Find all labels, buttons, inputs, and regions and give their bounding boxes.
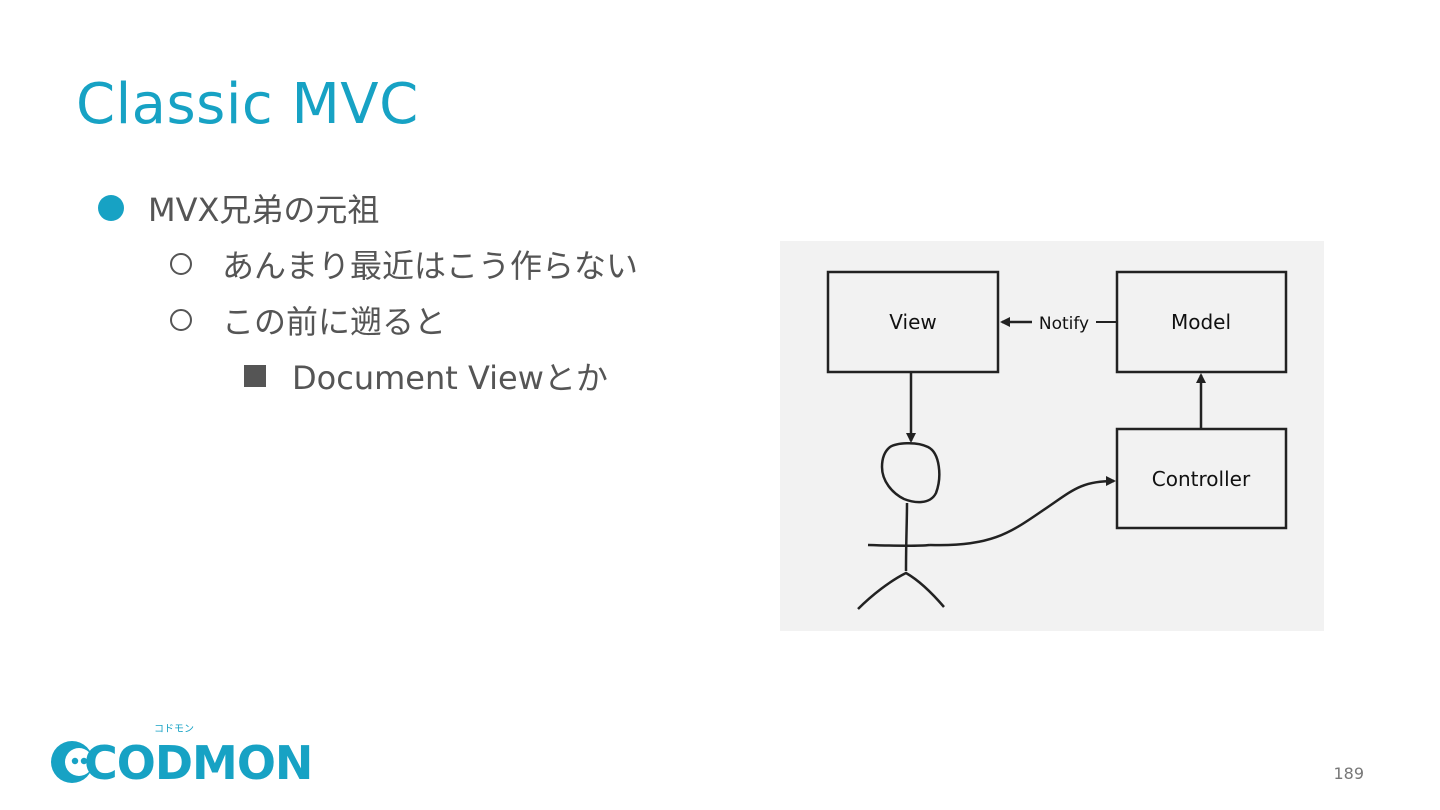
mvc-diagram: View Model Controller Notify: [780, 241, 1324, 631]
hollow-circle-bullet-icon: [170, 309, 192, 331]
bullet-level2-b: この前に遡ると: [170, 302, 446, 342]
bullet-level1-text: MVX兄弟の元祖: [148, 191, 380, 229]
hollow-circle-bullet-icon: [170, 253, 192, 275]
logo-face-icon: [51, 741, 93, 783]
slide-title: Classic MVC: [76, 72, 419, 137]
user-arms: [867, 543, 931, 547]
user-body: [904, 502, 909, 572]
bullet-level2-a-text: あんまり最近はこう作らない: [222, 247, 639, 285]
notify-label: Notify: [1039, 314, 1089, 334]
bullet-level3: Document Viewとか: [244, 358, 608, 398]
bullet-level1: MVX兄弟の元祖: [98, 190, 379, 230]
square-bullet-icon: [244, 365, 266, 387]
model-label: Model: [1171, 310, 1231, 334]
user-head: [880, 442, 941, 504]
logo-ruby: コドモン: [154, 724, 194, 735]
view-box: [826, 270, 1000, 374]
view-label: View: [889, 310, 936, 334]
bullet-level3-text: Document Viewとか: [292, 359, 608, 397]
user-to-controller-arrow: [929, 476, 1116, 547]
controller-label: Controller: [1152, 467, 1251, 491]
user-legs: [857, 571, 945, 610]
filled-circle-bullet-icon: [98, 195, 124, 221]
bullet-level2-b-text: この前に遡ると: [222, 303, 447, 341]
mvc-diagram-svg: View Model Controller Notify: [826, 270, 1288, 610]
bullet-level2-a: あんまり最近はこう作らない: [170, 246, 638, 286]
codmon-logo: CODMON コドモン: [48, 724, 313, 790]
logo-wordmark: CODMON: [84, 736, 313, 790]
page-number: 189: [1333, 764, 1364, 783]
